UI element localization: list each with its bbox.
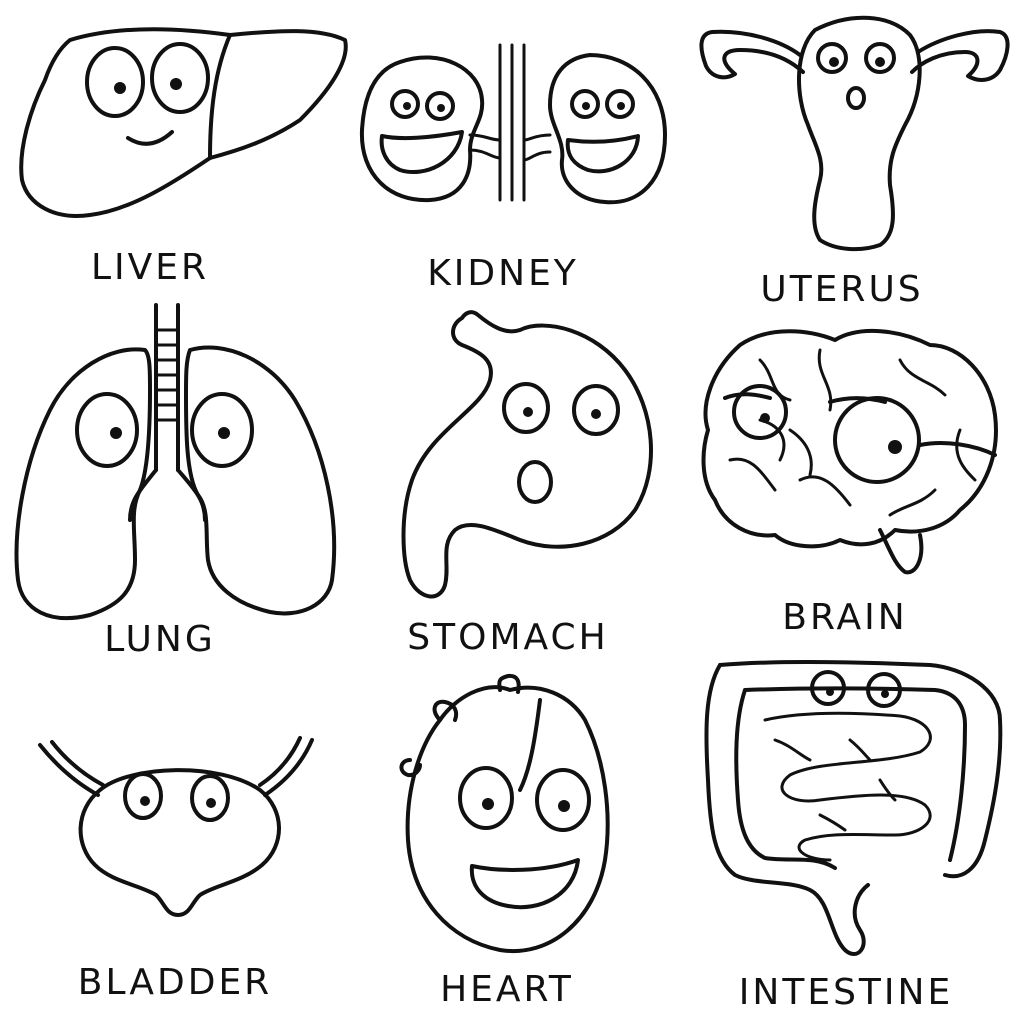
label-uterus: UTERUS [760, 269, 924, 310]
label-bladder: BLADDER [77, 962, 273, 1003]
label-lung: LUNG [104, 619, 216, 660]
label-brain: BRAIN [782, 597, 908, 638]
label-liver: LIVER [90, 247, 210, 288]
label-kidney: KIDNEY [427, 253, 579, 294]
brain-drawing [701, 329, 998, 575]
kidney-drawing [359, 43, 667, 205]
label-stomach: STOMACH [407, 617, 609, 658]
label-heart: HEART [440, 969, 574, 1010]
label-intestine: INTESTINE [738, 972, 954, 1013]
uterus-drawing [699, 15, 1010, 252]
liver-drawing [19, 27, 348, 218]
lung-drawing [14, 303, 337, 621]
intestine-drawing [704, 659, 1003, 957]
bladder-drawing [38, 736, 314, 917]
stomach-drawing [401, 310, 653, 599]
heart-drawing [399, 673, 610, 954]
